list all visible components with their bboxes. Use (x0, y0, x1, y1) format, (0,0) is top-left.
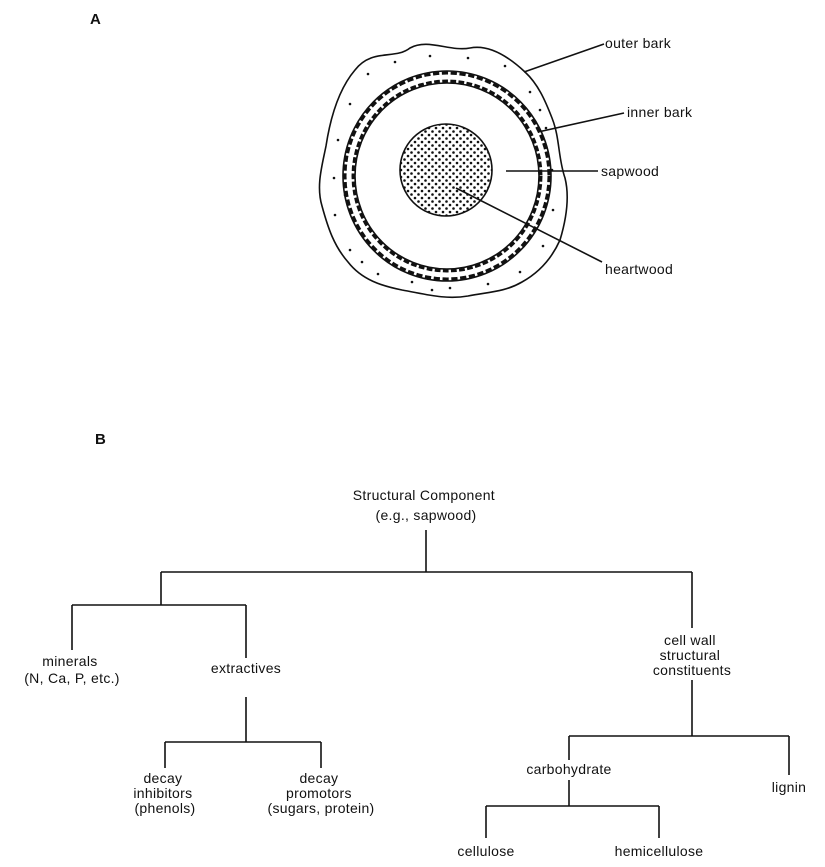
heartwood-leader (455, 187, 603, 263)
node-decay-inhibitors: decay inhibitors (phenols) (133, 770, 196, 816)
outer-bark-label: outer bark (605, 35, 672, 51)
outer-bark-leader (523, 43, 605, 73)
heartwood-label: heartwood (605, 261, 673, 277)
node-cellulose: cellulose (457, 843, 514, 859)
node-cell-wall-constituents: cell wall structural constituents (653, 632, 731, 678)
inner-bark-label: inner bark (627, 104, 693, 120)
node-carbohydrate: carbohydrate (526, 761, 611, 777)
panel-b: B Structural Component (e.g. (24, 431, 806, 859)
inner-bark-outer-edge (342, 70, 552, 282)
panel-a: A outer bark inne (90, 11, 693, 299)
inner-bark-leader (537, 112, 625, 133)
node-structural-component: Structural Component (e.g., sapwood) (353, 487, 499, 523)
node-hemicellulose: hemicellulose (615, 843, 704, 859)
panel-b-letter: B (95, 431, 106, 448)
node-minerals: minerals (N, Ca, P, etc.) (24, 653, 120, 686)
panel-a-letter: A (90, 11, 101, 28)
heartwood-core (399, 123, 493, 217)
node-decay-promotors: decay promotors (sugars, protein) (267, 770, 374, 816)
tree-connectors (71, 530, 790, 838)
outer-bark-shape (318, 43, 568, 299)
node-lignin: lignin (772, 779, 807, 795)
sapwood-label: sapwood (601, 163, 659, 179)
inner-bark-band-fill (346, 74, 548, 278)
inner-bark-inner-edge (354, 82, 540, 270)
node-extractives: extractives (211, 660, 281, 676)
